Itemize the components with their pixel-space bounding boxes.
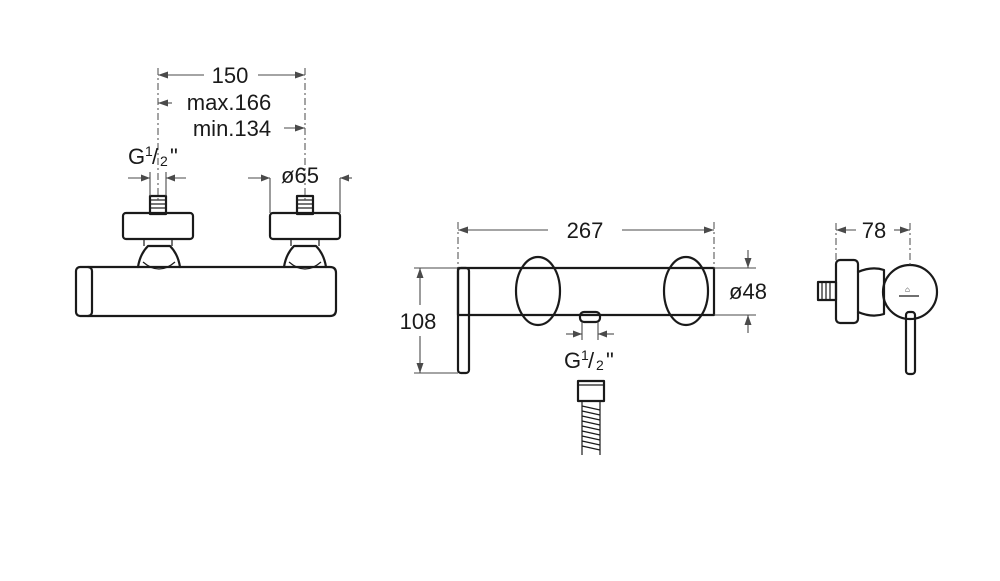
dim-label-diam-65: ø65 — [281, 163, 319, 188]
dimension-78: 78 — [835, 218, 911, 268]
thread-inch-mark: " — [170, 144, 178, 169]
thread-label-g: G — [128, 144, 145, 169]
dimension-max-166: max.166 — [158, 90, 271, 115]
thread-frac-slash: / — [152, 144, 159, 169]
lever — [456, 266, 471, 375]
dimension-150: 150 — [158, 63, 305, 88]
thread-frac-num: 1 — [145, 143, 153, 159]
dim-label-diam-48: ø48 — [729, 279, 767, 304]
dim-label-150: 150 — [212, 63, 249, 88]
outlet-thread-frac-den: 2 — [596, 357, 604, 373]
mixer-end-cap — [74, 265, 94, 318]
inlet-oval-right — [662, 255, 710, 327]
side-lever — [904, 310, 917, 376]
dimension-108: 108 — [400, 267, 458, 374]
dim-label-108: 108 — [400, 309, 437, 334]
inlet-oval-left — [514, 255, 562, 327]
dimension-diam-48: ø48 — [714, 250, 767, 333]
dimension-diam-65: ø65 — [248, 163, 352, 213]
dim-label-267: 267 — [567, 218, 604, 243]
dimension-min-134: min.134 — [193, 116, 305, 141]
dim-label-min-134: min.134 — [193, 116, 271, 141]
dimension-267: 267 — [457, 218, 715, 268]
thread-callout-front: G 1 / 2 " — [128, 143, 186, 196]
dim-label-78: 78 — [862, 218, 886, 243]
mixer-body — [86, 265, 338, 318]
front-view: 150 max.166 min.134 G 1 / 2 " — [74, 63, 352, 318]
left-inlet — [121, 194, 195, 270]
wall-plate — [834, 258, 860, 325]
body-top — [456, 266, 716, 317]
right-inlet — [268, 194, 342, 270]
side-connector — [856, 267, 886, 317]
outlet-thread-inch-mark: " — [606, 348, 614, 373]
side-inlet-thread — [816, 280, 838, 302]
side-view: ⌂ 78 — [816, 218, 939, 376]
top-view: 267 108 ø48 — [400, 218, 767, 455]
thread-callout-outlet: G 1 / 2 " — [564, 322, 614, 373]
hose-fitting — [576, 379, 606, 455]
outlet-thread-frac-slash: / — [588, 348, 595, 373]
outlet-thread-frac-num: 1 — [581, 347, 589, 363]
outlet-nut — [578, 310, 602, 324]
outlet-thread-label-g: G — [564, 348, 581, 373]
dim-label-max-166: max.166 — [187, 90, 271, 115]
thread-frac-den: 2 — [160, 153, 168, 169]
brand-logo-mark: ⌂ — [905, 285, 910, 294]
